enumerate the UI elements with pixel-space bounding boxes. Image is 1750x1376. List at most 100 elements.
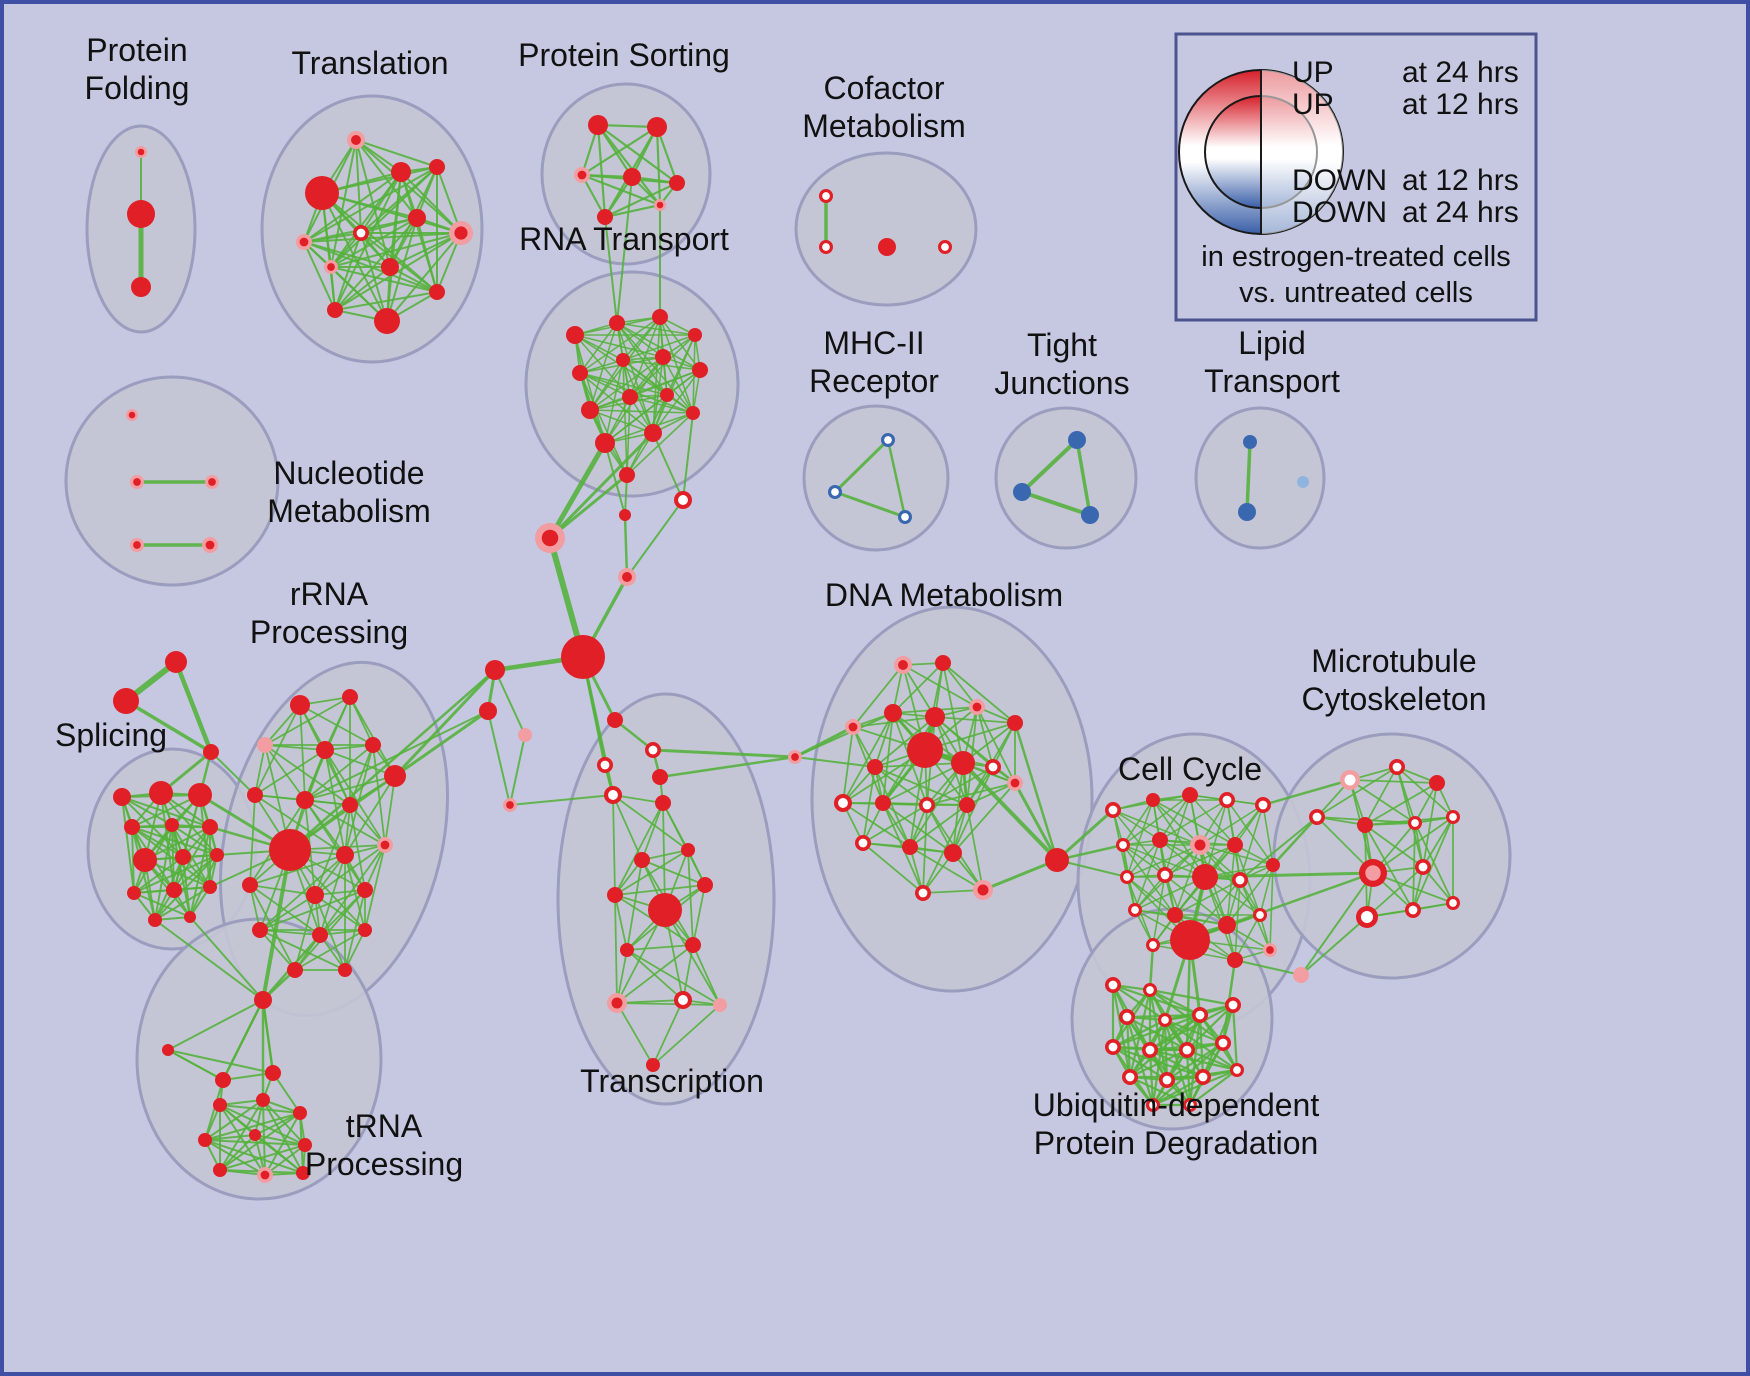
legend-caption-line-1: in estrogen-treated cells [1201,241,1511,273]
gene-node [316,741,334,759]
edge [1372,816,1454,874]
edge [189,916,264,1001]
edge [616,944,694,1004]
edge [1396,766,1454,818]
edge [604,442,626,516]
gene-node [622,389,638,405]
gene-node-core [1258,800,1268,810]
edge [1020,438,1079,494]
edge [1261,778,1352,807]
edge [334,217,418,311]
gene-node-core [1108,980,1118,990]
edge [1111,1013,1202,1049]
edge [384,775,396,846]
edge [580,173,662,207]
edge [833,490,907,519]
gene-node [616,353,630,367]
edge [629,369,701,398]
edge [1271,815,1319,867]
edge [641,859,706,886]
gene-node [1227,952,1243,968]
gene-node [381,258,399,276]
edge [1185,1003,1235,1052]
edge [330,217,418,268]
edge [1152,799,1236,846]
edge [874,766,928,806]
gene-node [867,759,883,775]
cluster-label-cofactor-metabolism: Metabolism [802,108,966,144]
gene-node [247,787,263,803]
gene-node [198,1133,212,1147]
edge [264,696,351,746]
edge [1151,1068,1239,1107]
cluster-label-cofactor-metabolism: Cofactor [824,70,945,106]
gene-node [1170,920,1210,960]
edge [344,854,366,931]
edge [548,473,629,540]
edge [612,794,643,861]
edge [1226,799,1274,866]
gene-node-core [1235,875,1245,885]
gene-node [188,783,212,807]
edge [662,356,694,414]
edge [1151,1041,1225,1107]
edge [652,999,684,1066]
gene-node [655,349,671,365]
edge [1126,839,1161,878]
edge [614,894,628,951]
edge [509,734,526,806]
gene-node [607,712,623,728]
gene-node-core [137,148,145,156]
edge [1164,874,1228,926]
edge [1013,721,1059,862]
legend-entry-time-1: at 12 hrs [1402,88,1519,121]
gene-node [485,660,505,680]
gene-node-core [822,192,830,200]
gene-node [257,737,273,753]
edge [261,848,292,1002]
edge [303,166,438,243]
edge [330,232,462,268]
edge [1204,876,1236,961]
edge [254,1112,301,1136]
edge [334,266,391,311]
edge [173,826,211,891]
legend-entry-label-3: DOWN [1292,196,1387,229]
gene-node-core [1418,862,1428,872]
edge [364,844,386,931]
gene-node [336,846,354,864]
edge [261,998,275,1075]
gene-node-core [1108,1042,1118,1052]
gene-node-core [1119,841,1127,849]
edge [344,775,396,856]
edge [303,241,336,311]
gene-node-core [128,411,136,419]
edge [548,431,655,540]
gene-node [660,388,674,402]
edge [692,944,721,1006]
edge [623,513,629,579]
edge [1134,839,1161,911]
gene-node [944,844,962,862]
edge [1231,1003,1239,1072]
edge [264,1144,306,1176]
edge [1349,779,1438,784]
cluster-label-microtubule-cytoskeleton: Cytoskeleton [1302,681,1487,717]
edge [942,662,1016,724]
gene-node-core [791,753,799,761]
gene-node-core [611,997,623,1009]
edge [626,859,643,951]
edge [330,266,438,293]
edge [976,706,994,768]
edge [334,291,438,311]
edge [659,316,701,371]
gene-node [124,819,140,835]
gene-node [620,943,634,957]
edge [167,1049,224,1081]
edge [1152,799,1206,878]
legend-entry-time-2: at 12 hrs [1402,164,1519,197]
edge [222,1072,274,1081]
edge [1164,794,1191,876]
edge [173,659,214,755]
